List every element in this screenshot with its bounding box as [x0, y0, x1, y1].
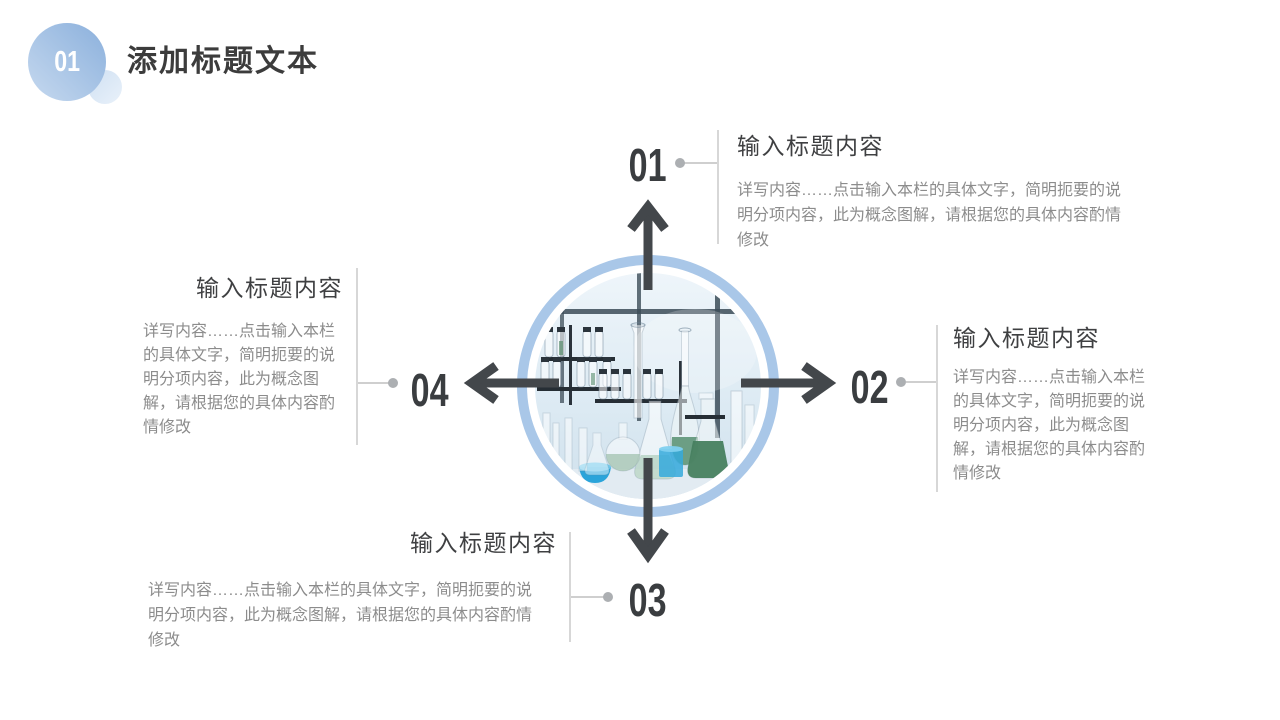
connector-dot: [603, 592, 613, 602]
chapter-number-badge: 01: [28, 23, 106, 101]
step-number-04: 04: [411, 364, 449, 416]
divider-line: [936, 325, 938, 492]
right-arrow-icon: [735, 361, 837, 405]
divider-line: [356, 268, 358, 445]
step-number-01: 01: [629, 139, 667, 191]
section-title-03[interactable]: 输入标题内容: [410, 530, 557, 556]
up-arrow-icon: [626, 198, 670, 294]
section-title-04[interactable]: 输入标题内容: [196, 275, 343, 301]
connector-dot: [675, 158, 685, 168]
slide-title[interactable]: 添加标题文本: [127, 45, 319, 78]
connector-line: [906, 381, 938, 383]
section-title-01[interactable]: 输入标题内容: [737, 133, 884, 159]
center-circle-frame: [517, 255, 779, 517]
left-arrow-icon: [463, 361, 565, 405]
section-body-03[interactable]: 详写内容……点击输入本栏的具体文字，简明扼要的说明分项内容，此为概念图解，请根据…: [148, 582, 533, 649]
chapter-number: 01: [54, 45, 80, 78]
section-body-04[interactable]: 详写内容……点击输入本栏的具体文字，简明扼要的说明分项内容，此为概念图解，请根据…: [143, 323, 336, 436]
connector-dot: [896, 377, 906, 387]
step-number-02: 02: [851, 361, 889, 413]
connector-dot: [388, 378, 398, 388]
divider-line: [717, 130, 719, 244]
down-arrow-icon: [626, 458, 670, 564]
connector-line: [358, 382, 390, 384]
connector-line: [684, 162, 718, 164]
section-body-02[interactable]: 详写内容……点击输入本栏的具体文字，简明扼要的说明分项内容，此为概念图解，请根据…: [953, 369, 1146, 482]
divider-line: [569, 532, 571, 642]
section-title-02[interactable]: 输入标题内容: [953, 325, 1100, 351]
connector-line: [571, 596, 604, 598]
step-number-03: 03: [629, 574, 667, 626]
section-body-01[interactable]: 详写内容……点击输入本栏的具体文字，简明扼要的说明分项内容，此为概念图解，请根据…: [737, 182, 1122, 249]
